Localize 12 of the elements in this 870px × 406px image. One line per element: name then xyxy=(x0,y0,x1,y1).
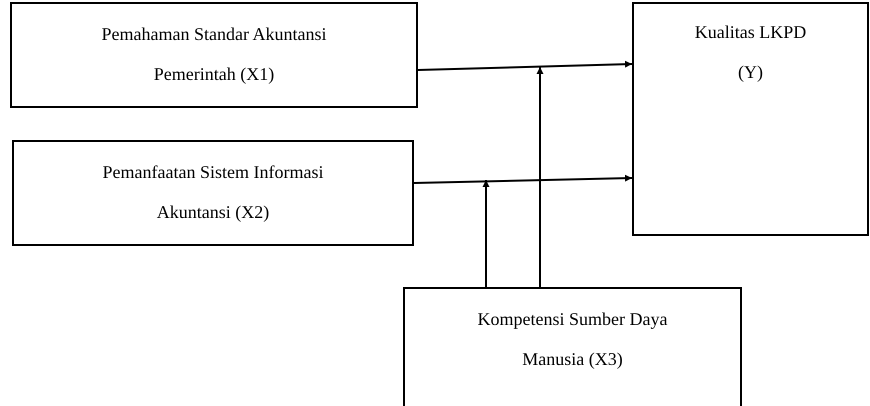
variable-box xyxy=(12,140,414,246)
variable-box xyxy=(632,2,869,236)
variable-label: Pemanfaatan Sistem Informasi Akuntansi (X2) xyxy=(102,161,324,224)
variable-label: Kompetensi Sumber Daya Manusia (X3) xyxy=(478,308,668,371)
variable-label: Pemahaman Standar Akuntansi Pemerintah (X1) xyxy=(100,23,328,86)
arrow xyxy=(418,60,632,71)
variable-box xyxy=(403,287,742,406)
variable-box xyxy=(10,2,418,108)
moderating-arrow xyxy=(482,180,490,287)
variable-label: Kualitas LKPD (Y) xyxy=(694,21,808,84)
moderating-arrow xyxy=(536,67,544,287)
arrow xyxy=(414,174,632,184)
